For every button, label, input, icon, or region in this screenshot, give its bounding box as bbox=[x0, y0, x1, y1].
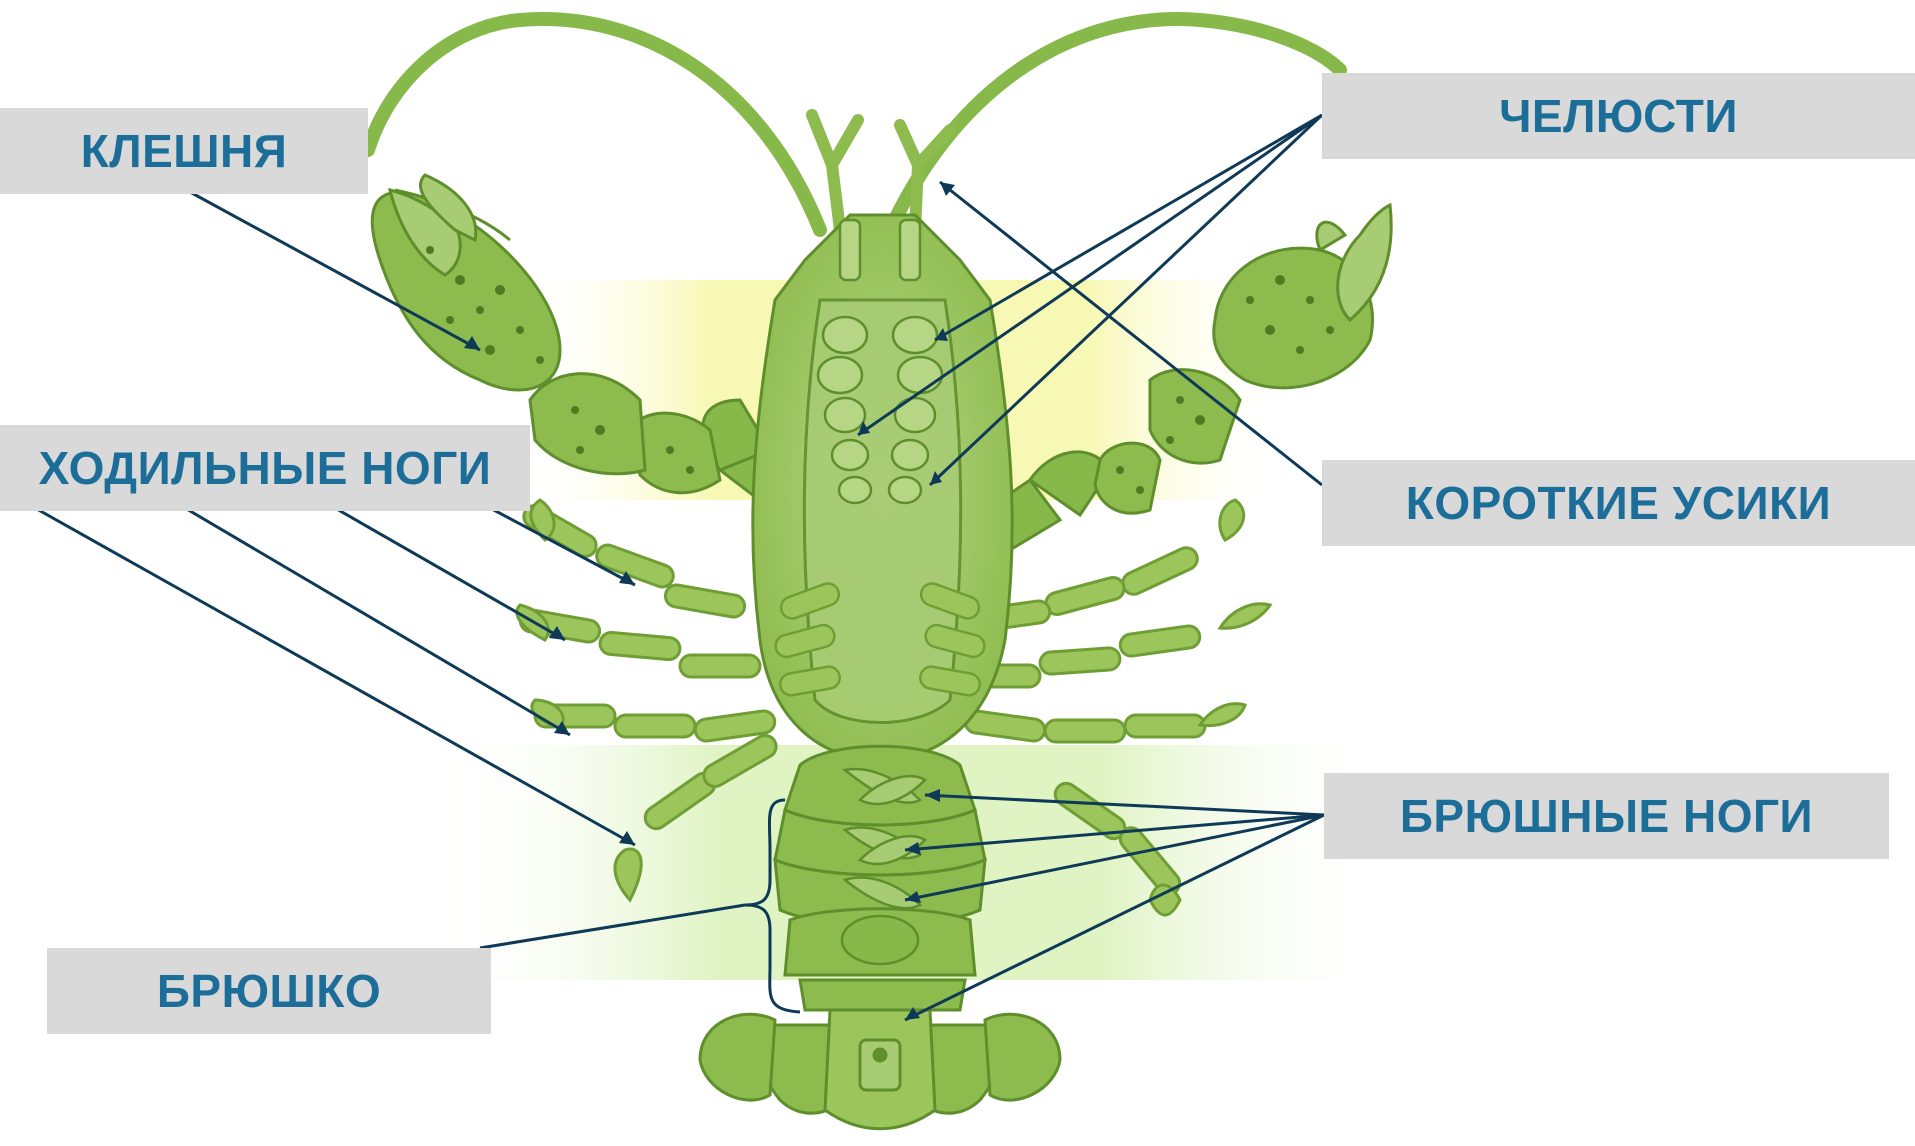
label-abdomen: БРЮШКО bbox=[47, 948, 491, 1034]
label-abdominal-legs-text: БРЮШНЫЕ НОГИ bbox=[1400, 789, 1813, 843]
label-claw: КЛЕШНЯ bbox=[0, 108, 368, 194]
label-short-antennae: КОРОТКИЕ УСИКИ bbox=[1322, 460, 1915, 546]
label-jaws: ЧЕЛЮСТИ bbox=[1322, 73, 1915, 159]
label-walking-legs: ХОДИЛЬНЫЕ НОГИ bbox=[0, 425, 530, 511]
leader-leg-4 bbox=[35, 508, 635, 845]
label-short-antennae-text: КОРОТКИЕ УСИКИ bbox=[1406, 476, 1831, 530]
label-jaws-text: ЧЕЛЮСТИ bbox=[1499, 89, 1738, 143]
label-abdomen-text: БРЮШКО bbox=[157, 964, 381, 1018]
label-claw-text: КЛЕШНЯ bbox=[81, 124, 288, 178]
label-walking-legs-text: ХОДИЛЬНЫЕ НОГИ bbox=[39, 441, 492, 495]
tail-fan bbox=[700, 1010, 1060, 1129]
label-abdominal-legs: БРЮШНЫЕ НОГИ bbox=[1324, 773, 1889, 859]
